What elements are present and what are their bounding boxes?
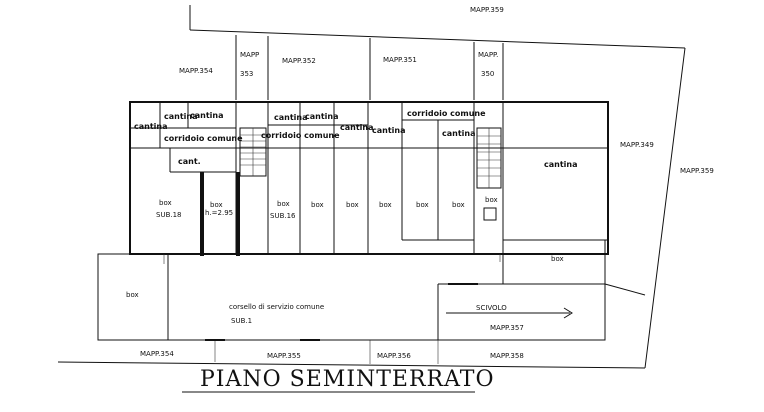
room-label-box-2: box	[210, 201, 223, 209]
parcel-label-354-top: MAPP.354	[179, 67, 213, 75]
room-label-box-left: box	[126, 291, 139, 299]
parcel-label-357: MAPP.357	[490, 324, 524, 332]
room-label-box-5: box	[346, 201, 359, 209]
room-label-cantina-5: cantina	[305, 112, 339, 121]
room-label-cantina-3: cantina	[134, 122, 168, 131]
parcel-label-350-b: 350	[481, 70, 494, 78]
room-label-scivolo: SCIVOLO	[476, 304, 507, 312]
room-label-box-4: box	[311, 201, 324, 209]
parcel-label-353-a: MAPP	[240, 51, 259, 59]
room-label-sub-16: SUB.16	[270, 212, 296, 220]
box-thick-walls	[200, 172, 240, 256]
room-label-cantina-7: cantina	[372, 126, 406, 135]
room-label-cantina-6: cantina	[340, 123, 374, 132]
room-labels: cantina cantina cantina cantina cantina …	[126, 109, 578, 325]
parcel-labels: MAPP.359 MAPP 353 MAPP.352 MAPP.351 MAPP…	[140, 6, 714, 360]
stairwell-right	[476, 127, 502, 221]
interior-walls	[130, 102, 608, 340]
room-label-box-6: box	[379, 201, 392, 209]
room-label-sub-1: SUB.1	[231, 317, 252, 325]
room-label-box-1: box	[159, 199, 172, 207]
parcel-label-356: MAPP.356	[377, 352, 411, 360]
room-label-box-right: box	[551, 255, 564, 263]
room-label-sub-18: SUB.18	[156, 211, 182, 219]
room-label-cantina-big: cantina	[544, 160, 578, 169]
parcel-label-353-b: 353	[240, 70, 253, 78]
parcel-label-350-a: MAPP.	[478, 51, 498, 59]
room-label-cant: cant.	[178, 157, 201, 166]
property-boundary	[57, 5, 686, 369]
parcel-label-351: MAPP.351	[383, 56, 417, 64]
room-label-corridoio-3: corridoio comune	[407, 109, 486, 118]
parcel-label-358: MAPP.358	[490, 352, 524, 360]
parcel-label-359-right: MAPP.359	[680, 167, 714, 175]
room-label-cantina-4: cantina	[274, 113, 308, 122]
room-label-box-8: box	[452, 201, 465, 209]
room-label-corridoio-1: corridoio comune	[164, 134, 243, 143]
parcel-label-354-bottom: MAPP.354	[140, 350, 174, 358]
stairwell-left	[239, 127, 267, 177]
plan-title: PIANO SEMINTERRATO	[200, 367, 495, 392]
parcel-label-355: MAPP.355	[267, 352, 301, 360]
room-label-corsello: corsello di servizio comune	[229, 303, 324, 311]
title-block: PIANO SEMINTERRATO	[182, 367, 495, 393]
parcel-label-359-top: MAPP.359	[470, 6, 504, 14]
room-label-box-7: box	[416, 201, 429, 209]
room-label-cantina-2: cantina	[190, 111, 224, 120]
parcel-label-349: MAPP.349	[620, 141, 654, 149]
room-label-box-9: box	[485, 196, 498, 204]
room-label-cantina-8: cantina	[442, 129, 476, 138]
room-label-box-3: box	[277, 200, 290, 208]
parcel-label-352: MAPP.352	[282, 57, 316, 65]
openings	[163, 101, 501, 341]
room-label-corridoio-2: corridoio comune	[261, 131, 340, 140]
room-label-cantina-1: cantina	[164, 112, 198, 121]
room-label-box-h: h.=2.95	[205, 209, 233, 217]
ramp-arrow	[446, 307, 573, 319]
